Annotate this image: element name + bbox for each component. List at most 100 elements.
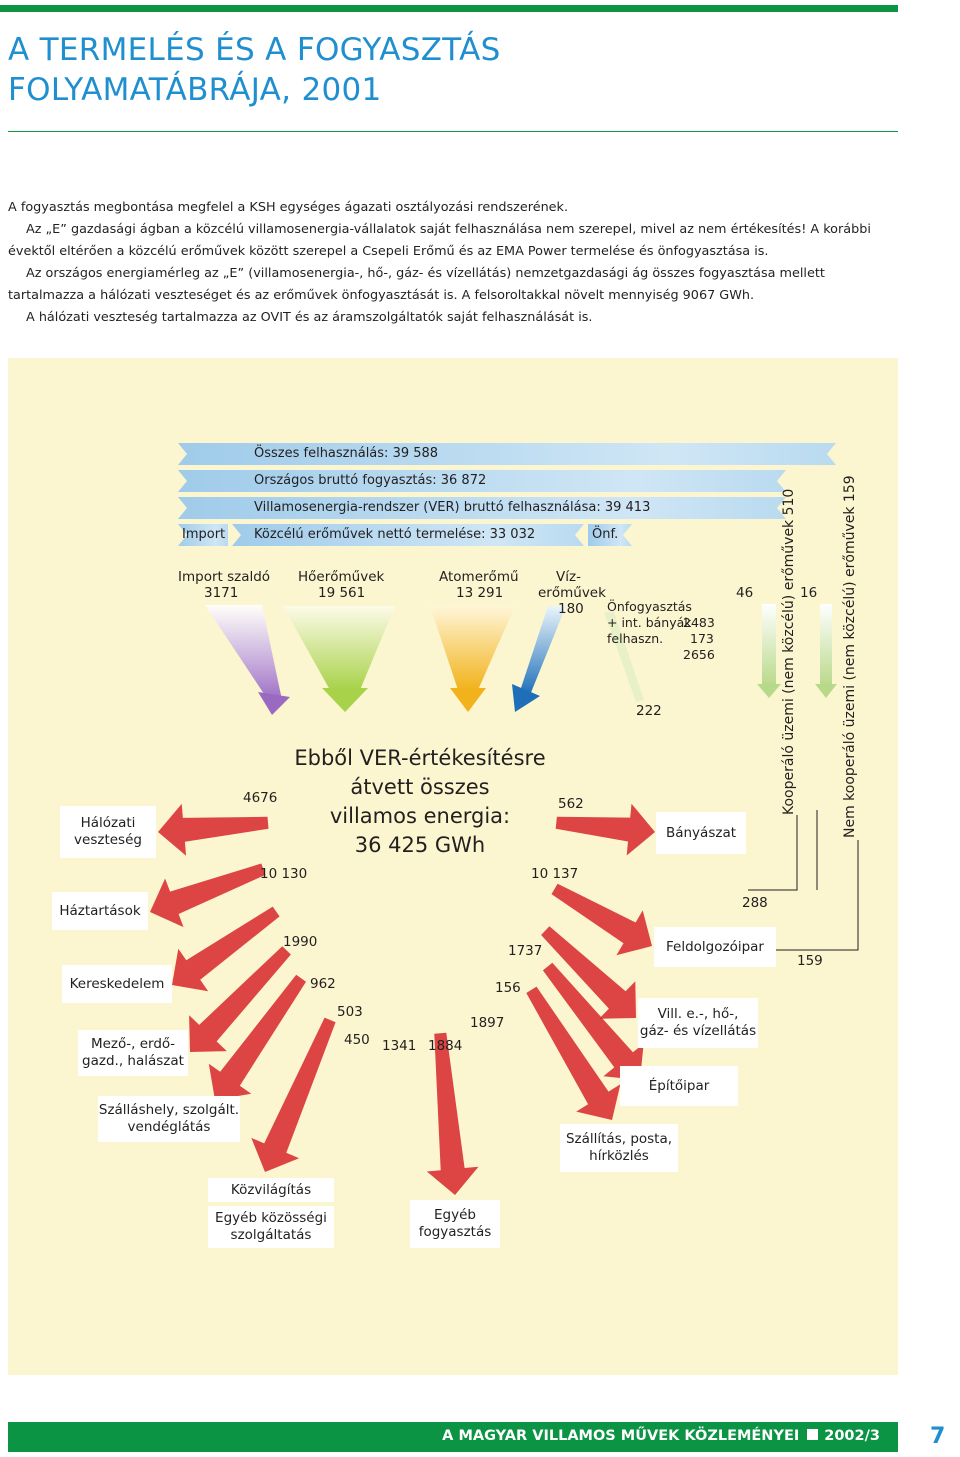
center-line-2: átvett összes	[350, 775, 490, 799]
self-consumption-value-1: 2483	[683, 615, 715, 630]
sink-hospitality-line-1: Szálláshely, szolgált.	[98, 1102, 240, 1118]
thermal-funnel-head	[322, 688, 368, 712]
arrow-network-losses	[158, 803, 269, 856]
strip-import-label: Import	[182, 527, 226, 542]
column-16-head	[815, 684, 837, 698]
self-consumption-label-3: felhaszn.	[607, 631, 664, 646]
flow-value-159: 159	[797, 953, 823, 969]
self-consumption-label-1: Önfogyasztás	[607, 599, 692, 614]
self-consumption-label-2: + int. bányák	[607, 615, 692, 630]
sink-transport-post: Szállítás, posta,hírközlés	[560, 1124, 678, 1172]
connector-lines	[748, 810, 859, 951]
center-line-4: 36 425 GWh	[354, 833, 486, 857]
title-line-2: FOLYAMATÁBRÁJA, 2001	[8, 72, 382, 108]
strip-net-production-label: Közcélú erőművek nettó termelése: 33 032	[254, 527, 536, 542]
flow-value-503: 503	[337, 1004, 363, 1020]
arrow-other-consumption	[426, 1032, 479, 1195]
sink-utilities-line-1: Vill. e.-, hő-,	[657, 1006, 739, 1022]
sink-agriculture: Mező-, erdő-gazd., halászat	[78, 1030, 188, 1076]
sink-construction-label: Építőipar	[648, 1077, 710, 1094]
intro-paragraph-2: Az „E” gazdasági ágban a közcélú villamo…	[8, 222, 871, 259]
hydro-funnel-head	[512, 684, 540, 712]
sink-hospitality-line-2: vendéglátás	[127, 1119, 211, 1135]
coop-plants-label: Kooperáló üzemi (nem közcélú) erőművek 5…	[781, 488, 797, 815]
arrow-agriculture	[189, 946, 291, 1052]
sink-network-losses-line-1: Hálózati	[80, 815, 136, 831]
title-line-1: A TERMELÉS ÉS A FOGYASZTÁS	[8, 32, 501, 68]
nuclear-funnel	[430, 606, 515, 690]
column-46	[762, 604, 776, 686]
page-title: A TERMELÉS ÉS A FOGYASZTÁS FOLYAMATÁBRÁJ…	[8, 30, 888, 110]
sink-utilities: Vill. e.-, hő-,gáz- és vízellátás	[638, 998, 758, 1048]
red-flow-arrows	[150, 803, 655, 1195]
hydro-funnel	[520, 606, 566, 695]
intro-paragraph-4: A hálózati veszteség tartalmazza az OVIT…	[26, 310, 593, 325]
sink-agriculture-line-2: gazd., halászat	[82, 1053, 184, 1069]
top-color-bar	[0, 5, 898, 12]
strip-total: Összes felhasználás: 39 588	[178, 443, 836, 465]
center-line-1: Ebből VER-értékesítésre	[294, 746, 546, 770]
strip-gross-national: Országos bruttó fogyasztás: 36 872	[178, 470, 786, 492]
arrow-street-lighting	[251, 1017, 336, 1172]
strip-ver-gross-label: Villamosenergia-rendszer (VER) bruttó fe…	[254, 500, 651, 515]
value-16: 16	[800, 585, 818, 601]
flow-value-156: 156	[495, 980, 521, 996]
source-hydro-label-1: Víz-	[556, 569, 581, 585]
noncoop-plants-label: Nem kooperáló üzemi (nem közcélú) erőműv…	[842, 475, 858, 838]
source-thermal-value: 19 561	[318, 585, 366, 601]
strip-total-label: Összes felhasználás: 39 588	[254, 446, 439, 461]
strip-import: Import	[178, 524, 228, 546]
sink-households-label: Háztartások	[59, 902, 141, 919]
flow-value-962: 962	[310, 976, 336, 992]
strip-own: Önf.	[588, 524, 632, 546]
arrow-hospitality	[208, 974, 306, 1100]
arrow-households	[150, 863, 266, 928]
center-total: Ebből VER-értékesítésre átvett összes vi…	[290, 744, 550, 860]
sink-trade-label: Kereskedelem	[69, 975, 165, 992]
sink-public-services-line-1: Egyéb közösségi	[215, 1210, 327, 1226]
source-hydro-label-2: erőművek	[538, 585, 606, 601]
sink-manufacturing: Feldolgozóipar	[654, 927, 776, 967]
sink-households: Háztartások	[52, 892, 148, 930]
arrow-construction	[542, 962, 644, 1080]
value-46: 46	[736, 585, 754, 601]
flow-value-450: 450	[344, 1032, 370, 1048]
page-number: 7	[930, 1424, 946, 1449]
strip-net-production: Közcélú erőművek nettó termelése: 33 032	[232, 524, 584, 546]
source-thermal-label: Hőerőművek	[298, 569, 385, 585]
flow-value-10137: 10 137	[531, 866, 579, 882]
side-columns	[757, 604, 837, 698]
intro-paragraph-1: A fogyasztás megbontása megfelel a KSH e…	[8, 200, 569, 215]
sink-trade: Kereskedelem	[62, 965, 172, 1003]
flow-value-10130: 10 130	[260, 866, 308, 882]
sink-street-lighting-label: Közvilágítás	[230, 1181, 312, 1198]
sink-manufacturing-label: Feldolgozóipar	[666, 938, 764, 955]
sink-street-lighting: Közvilágítás	[208, 1178, 334, 1202]
connector-noncoop	[775, 840, 859, 951]
sink-other-consumption-line-2: fogyasztás	[418, 1224, 492, 1240]
self-consumption-arrow	[604, 612, 644, 702]
source-nuclear-value: 13 291	[456, 585, 504, 601]
source-import-label: Import szaldó	[178, 569, 271, 585]
intro-paragraph-3: Az országos energiamérleg az „E” (villam…	[8, 266, 825, 303]
arrow-manufacturing	[551, 883, 652, 956]
strip-own-label: Önf.	[592, 527, 619, 542]
sink-hospitality: Szálláshely, szolgált.vendéglátás	[98, 1096, 240, 1142]
sink-agriculture-line-1: Mező-, erdő-	[90, 1036, 176, 1052]
source-funnels	[205, 605, 644, 715]
sink-transport-post-line-2: hírközlés	[589, 1148, 649, 1164]
import-funnel-head	[258, 692, 290, 715]
self-consumption-value-2: 173	[690, 631, 714, 646]
flow-value-1884: 1884	[428, 1038, 463, 1054]
footer-journal: A MAGYAR VILLAMOS MŰVEK KÖZLEMÉNYEI	[442, 1428, 800, 1444]
column-46-head	[757, 684, 781, 698]
footer-separator-square	[807, 1429, 819, 1440]
sink-public-services-line-2: szolgáltatás	[230, 1227, 312, 1243]
sink-utilities-line-2: gáz- és vízellátás	[639, 1023, 757, 1039]
connector-coop	[748, 815, 798, 891]
